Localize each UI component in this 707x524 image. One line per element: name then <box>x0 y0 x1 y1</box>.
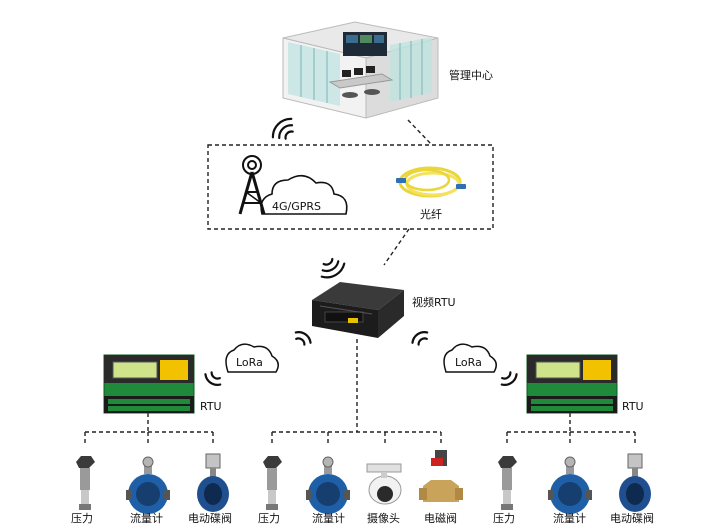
pressure-sensor-icon <box>76 456 95 510</box>
wireless-icon <box>271 117 294 140</box>
video-rtu-box-icon <box>312 282 404 338</box>
wireless-icon <box>411 331 429 346</box>
cellular-label: 4G/GPRS <box>272 200 321 213</box>
rtu-right-label: RTU <box>622 400 644 413</box>
pressure-sensor-icon <box>263 456 282 510</box>
fiber-cable-icon <box>396 166 466 198</box>
device-label: 流量计 <box>130 511 163 524</box>
butterfly-valve-icon <box>196 453 230 513</box>
device-label: 压力 <box>258 512 280 524</box>
camera-icon <box>366 463 402 505</box>
link-network-to-video-rtu <box>383 228 410 266</box>
lora-left-label: LoRa <box>236 356 263 369</box>
lora-right-label: LoRa <box>455 356 482 369</box>
flowmeter-icon <box>125 456 171 515</box>
video-rtu-label: 视频RTU <box>412 295 456 309</box>
signal-tower-icon <box>238 155 266 215</box>
fiber-label: 光纤 <box>420 207 442 221</box>
device-label: 电动碟阀 <box>610 511 654 524</box>
wireless-icon <box>500 371 518 386</box>
device-label: 摄像头 <box>367 511 400 524</box>
device-label: 压力 <box>71 512 93 524</box>
rtu-controller-icon <box>526 354 618 414</box>
device-icons <box>76 450 652 515</box>
device-labels: 压力 流量计 电动碟阀 压力 流量计 摄像头 电磁阀 压力 流量计 电动碟阀 <box>71 511 654 524</box>
connection-lines <box>84 119 636 446</box>
device-label: 流量计 <box>553 511 586 524</box>
solenoid-valve-icon <box>419 450 463 502</box>
control-room-icon <box>282 21 439 119</box>
cloud-icon <box>443 343 497 373</box>
wireless-icon <box>204 371 222 386</box>
wireless-icon <box>320 257 346 279</box>
network-dashed-box <box>207 144 494 230</box>
device-label: 电动碟阀 <box>188 511 232 524</box>
rtu-left-label: RTU <box>200 400 222 413</box>
device-label: 电磁阀 <box>424 511 457 524</box>
pressure-sensor-icon <box>498 456 517 510</box>
flowmeter-icon <box>547 456 593 515</box>
device-label: 流量计 <box>312 511 345 524</box>
device-label: 压力 <box>493 512 515 524</box>
cloud-icon <box>225 343 279 373</box>
link-center-to-network <box>407 119 433 146</box>
flowmeter-icon <box>305 456 351 515</box>
management-center-label: 管理中心 <box>449 68 493 82</box>
wireless-icon <box>294 331 312 346</box>
rtu-controller-icon <box>103 354 195 414</box>
butterfly-valve-icon <box>618 453 652 513</box>
cloud-icon <box>260 174 348 215</box>
